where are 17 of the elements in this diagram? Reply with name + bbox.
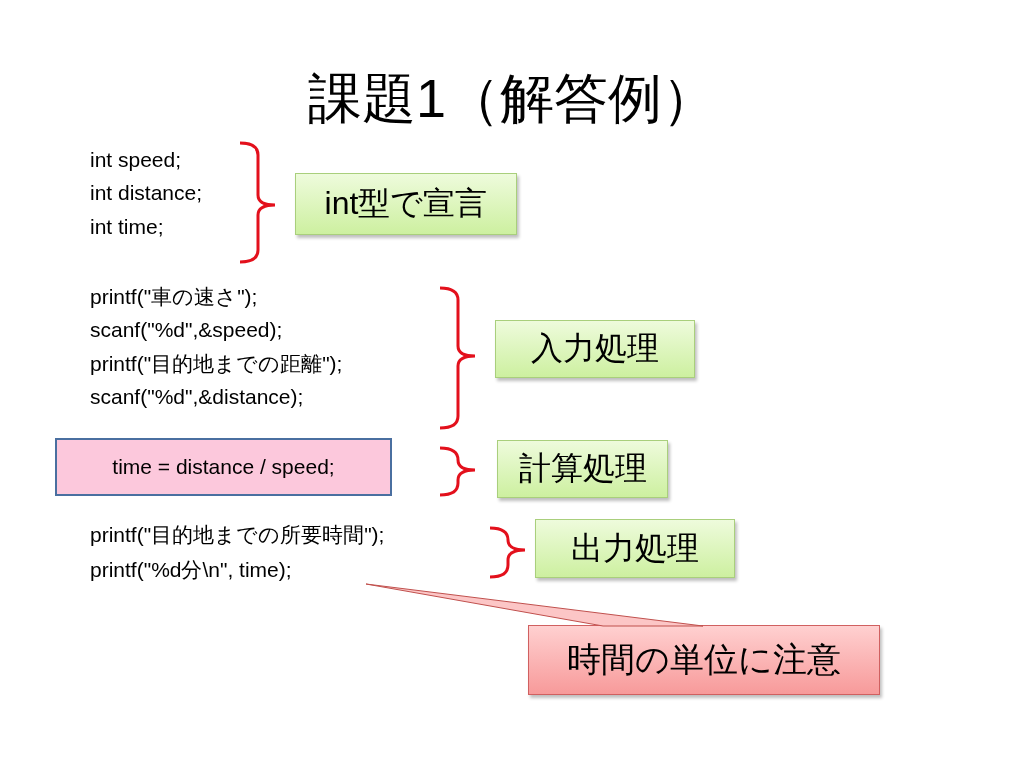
code-line: printf("車の速さ"); bbox=[90, 284, 258, 310]
title: 課題1（解答例） bbox=[306, 67, 717, 130]
label-box: 計算処理 bbox=[497, 440, 668, 498]
callout-box: 時間の単位に注意 bbox=[528, 625, 880, 695]
code-line: printf("%d分\n", time); bbox=[90, 556, 370, 584]
code-line: scanf("%d",&speed); bbox=[90, 317, 283, 343]
callout-pointer bbox=[365, 583, 704, 627]
code-line: int speed; bbox=[90, 147, 182, 173]
code-line: printf("目的地までの所要時間"); bbox=[90, 522, 385, 548]
label-box: 入力処理 bbox=[495, 320, 695, 378]
code-line: printf("目的地までの距離"); bbox=[90, 351, 343, 377]
code-line: scanf("%d",&distance); bbox=[90, 384, 304, 410]
highlight-box: time = distance / speed; bbox=[55, 438, 392, 496]
code-line: int distance; bbox=[90, 180, 203, 206]
label-box: int型で宣言 bbox=[295, 173, 517, 235]
label-box: 出力処理 bbox=[535, 519, 735, 578]
code-line: int time; bbox=[90, 214, 164, 240]
